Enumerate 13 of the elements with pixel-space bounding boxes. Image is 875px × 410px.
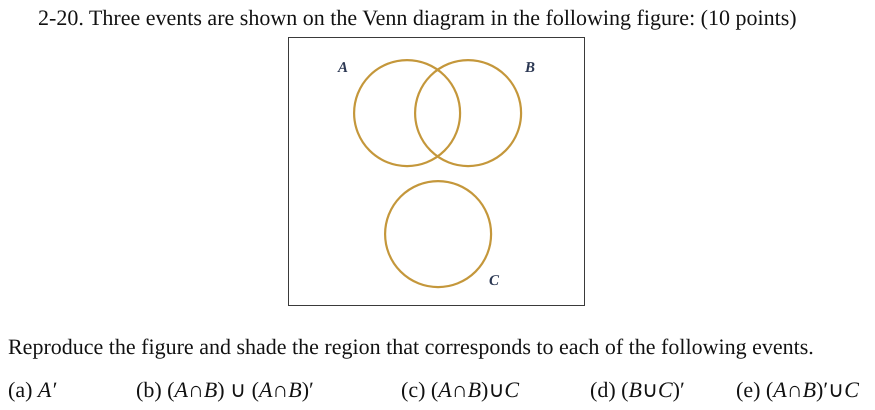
set-label: B (525, 60, 536, 76)
question-heading: 2-20. Three events are shown on the Venn diagram in the following figure: (10 points) (38, 5, 797, 31)
event-expression: (c) (A∩B)∪C (401, 377, 520, 403)
set-label: C (489, 272, 500, 290)
event-expression: (a) A′ (8, 377, 56, 403)
event-circle (414, 58, 522, 168)
instruction-text: Reproduce the figure and shade the region that corresponds to each of the following events. (8, 334, 814, 360)
event-expression: (e) (A∩B)′∪C (736, 377, 859, 403)
sample-space-box (288, 37, 585, 306)
event-expression: (b) (A∩B) ∪ (A∩B)′ (136, 377, 314, 403)
event-circle (352, 58, 462, 168)
event-expression: (d) (B∪C)′ (590, 377, 685, 403)
set-label: A (338, 60, 348, 76)
